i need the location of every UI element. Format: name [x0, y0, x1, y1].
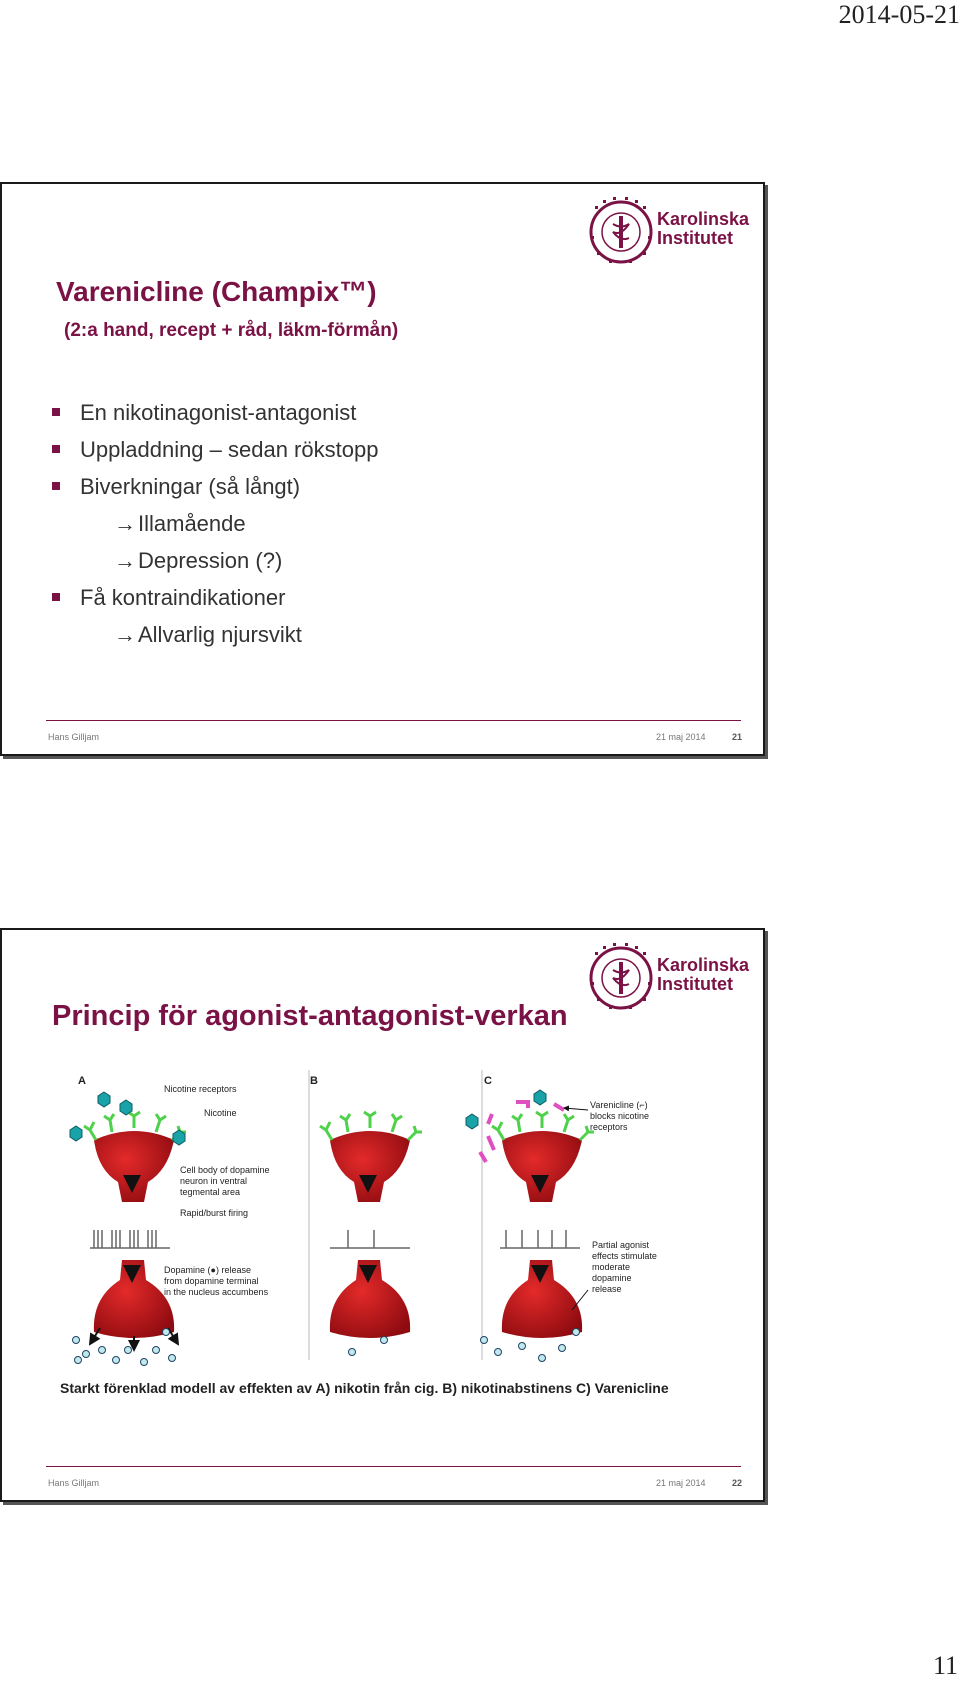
panel-label-a: A: [78, 1075, 86, 1087]
label-firing: Rapid/burst firing: [180, 1208, 248, 1218]
print-date: 2014-05-21: [838, 0, 960, 29]
bullet-text: Uppladdning – sedan rökstopp: [80, 437, 379, 462]
footer-page-number: 22: [732, 1478, 743, 1488]
cell-body-neuron: [502, 1131, 582, 1202]
sub-bullet-item: →Allvarlig njursvikt: [50, 616, 378, 653]
seal-icon: [589, 943, 653, 1010]
slide-21: Karolinska Institutet Varenicline (Champ…: [0, 182, 765, 756]
bullet-list: En nikotinagonist-antagonist Uppladdning…: [50, 394, 378, 653]
bullet-item: Uppladdning – sedan rökstopp: [50, 431, 378, 468]
slide-subtitle: (2:a hand, recept + råd, läkm-förmån): [64, 320, 399, 341]
panel-label-c: C: [484, 1075, 492, 1087]
dopamine-particles: [348, 1336, 388, 1356]
slide-title: Varenicline (Champix™): [56, 276, 377, 307]
bullet-item: Få kontraindikationer: [50, 579, 378, 616]
dopamine-terminal: [329, 1260, 411, 1338]
dopamine-particles: [72, 1328, 176, 1366]
arrow-right-icon: →: [114, 622, 136, 647]
panel-label-b: B: [310, 1075, 318, 1087]
sub-bullet-item: →Illamående: [50, 505, 378, 542]
page-number: 11: [932, 1651, 958, 1680]
cell-body-neuron: [330, 1131, 410, 1202]
bullet-text: Biverkningar (så långt): [80, 474, 301, 499]
pointer-line: [571, 1289, 589, 1311]
bullet-text: Depression (?): [138, 548, 283, 573]
firing-spikes: [90, 1230, 170, 1249]
cell-body-neuron: [94, 1131, 174, 1202]
footer-date: 21 maj 2014: [656, 1478, 706, 1488]
nicotine-receptors-icon: [319, 1110, 422, 1142]
agonist-antagonist-diagram: A B C: [69, 1070, 657, 1366]
bullet-text: En nikotinagonist-antagonist: [80, 400, 357, 425]
bullet-item: Biverkningar (så långt): [50, 468, 378, 505]
arrow-right-icon: →: [114, 511, 136, 536]
arrow-right-icon: →: [114, 548, 136, 573]
nicotine-molecule-icon: [465, 1089, 547, 1130]
sub-bullet-item: →Depression (?): [50, 542, 378, 579]
dopamine-terminal: [501, 1260, 583, 1338]
footer-divider: [46, 720, 741, 721]
footer-author: Hans Gilljam: [48, 732, 100, 742]
firing-spikes: [330, 1230, 410, 1249]
logo-wordmark: Karolinska Institutet: [657, 956, 749, 994]
figure-caption: Starkt förenklad modell av effekten av A…: [60, 1380, 669, 1396]
label-nicotine: Nicotine: [204, 1108, 237, 1118]
nicotine-molecule-icon: [69, 1091, 186, 1146]
footer-page-number: 21: [732, 732, 743, 742]
firing-spikes: [500, 1230, 580, 1249]
dopamine-particles: [480, 1328, 580, 1362]
bullet-text: Illamående: [138, 511, 246, 536]
panel-a: Nicotine receptors Nicotine Cell body of…: [69, 1084, 270, 1366]
logo-line-2: Institutet: [657, 228, 733, 248]
nicotine-receptors-icon: [491, 1110, 594, 1142]
bullet-item: En nikotinagonist-antagonist: [50, 394, 378, 431]
footer-date: 21 maj 2014: [656, 732, 706, 742]
bullet-text: Få kontraindikationer: [80, 585, 286, 610]
pointer-line: [563, 1105, 589, 1112]
logo-line-1: Karolinska: [657, 209, 750, 229]
seal-icon: [589, 197, 653, 264]
panel-b: [319, 1110, 422, 1356]
karolinska-logo: Karolinska Institutet: [587, 196, 749, 268]
bullet-text: Allvarlig njursvikt: [138, 622, 302, 647]
footer-divider: [46, 1466, 741, 1467]
logo-wordmark: Karolinska Institutet: [657, 210, 749, 248]
dopamine-terminal: [93, 1260, 175, 1338]
label-nicotine-receptors: Nicotine receptors: [164, 1084, 237, 1094]
footer-author: Hans Gilljam: [48, 1478, 100, 1488]
varenicline-molecule-icon: [478, 1100, 566, 1164]
slide-22: Karolinska Institutet Princip för agonis…: [0, 928, 765, 1502]
logo-line-2: Institutet: [657, 974, 733, 994]
karolinska-logo: Karolinska Institutet: [587, 942, 749, 1014]
logo-line-1: Karolinska: [657, 955, 750, 975]
slide-title: Princip för agonist-antagonist-verkan: [52, 1000, 568, 1032]
nicotine-receptors-icon: [83, 1110, 186, 1142]
